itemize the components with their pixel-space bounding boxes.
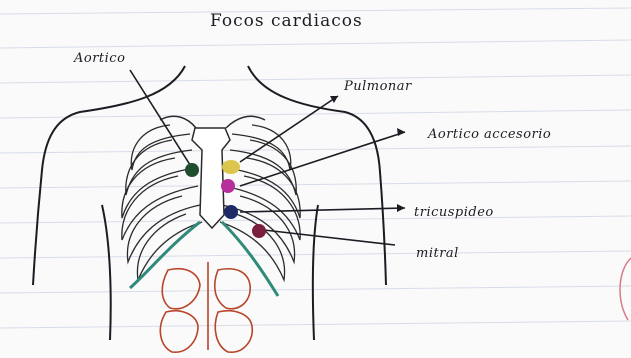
diagram-title: Focos cardiacos (210, 11, 363, 31)
aortic-focus-dot (185, 163, 199, 177)
label-pulmonar: Pulmonar (343, 79, 412, 94)
pulmonary-focus-dot (222, 160, 240, 174)
label-aortico: Aortico (73, 51, 125, 66)
clavicles (160, 116, 265, 128)
accessory-aortic-focus-dot (221, 179, 235, 193)
label-aortico-accesorio: Aortico accesorio (427, 127, 551, 142)
tricuspid-focus-dot (224, 205, 238, 219)
label-mitral: mitral (416, 246, 459, 261)
margin-mark (620, 258, 631, 320)
mitral-focus-dot (252, 224, 266, 238)
abdomen-muscles (160, 262, 252, 352)
label-tricuspideo: tricuspideo (414, 205, 494, 220)
